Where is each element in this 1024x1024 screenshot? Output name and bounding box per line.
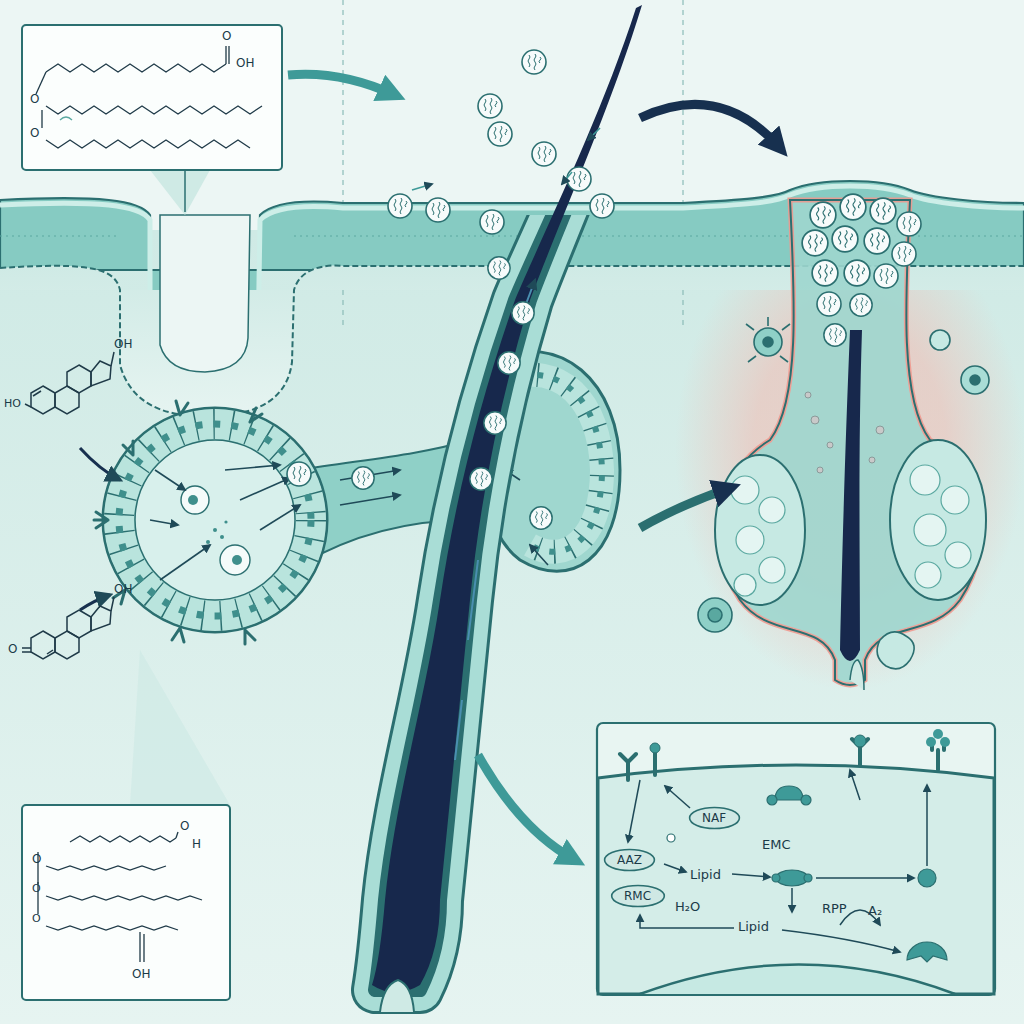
protein-oval: NAF: [688, 806, 741, 830]
node-text: RMC: [624, 890, 652, 902]
node-text: AAZ: [617, 854, 642, 866]
atom-label: OH: [114, 338, 132, 350]
pathway-label: RPP: [822, 902, 847, 915]
pathway-label: H₂O: [675, 900, 700, 913]
pathway-label: A₂: [868, 904, 882, 917]
pathway-label: Lipid: [690, 868, 721, 881]
atom-label: O: [32, 913, 41, 924]
atom-label: OH: [114, 583, 132, 595]
node-text: NAF: [702, 812, 727, 824]
protein-oval: RMC: [610, 884, 666, 908]
atom-label: H: [192, 838, 201, 850]
atom-label: HO: [4, 398, 21, 409]
pathway-label: Lipid: [738, 920, 769, 933]
atom-label: O: [30, 93, 39, 105]
atom-label: O: [8, 643, 17, 655]
atom-label: O: [32, 853, 41, 865]
atom-label: O: [32, 883, 41, 894]
pathway-label: EMC: [762, 838, 791, 851]
protein-oval: AAZ: [603, 848, 656, 872]
atom-label: OH: [236, 57, 254, 69]
atom-label: O: [222, 30, 231, 42]
atom-label: OH: [132, 968, 150, 980]
atom-label: O: [180, 820, 189, 832]
atom-label: O: [30, 127, 39, 139]
